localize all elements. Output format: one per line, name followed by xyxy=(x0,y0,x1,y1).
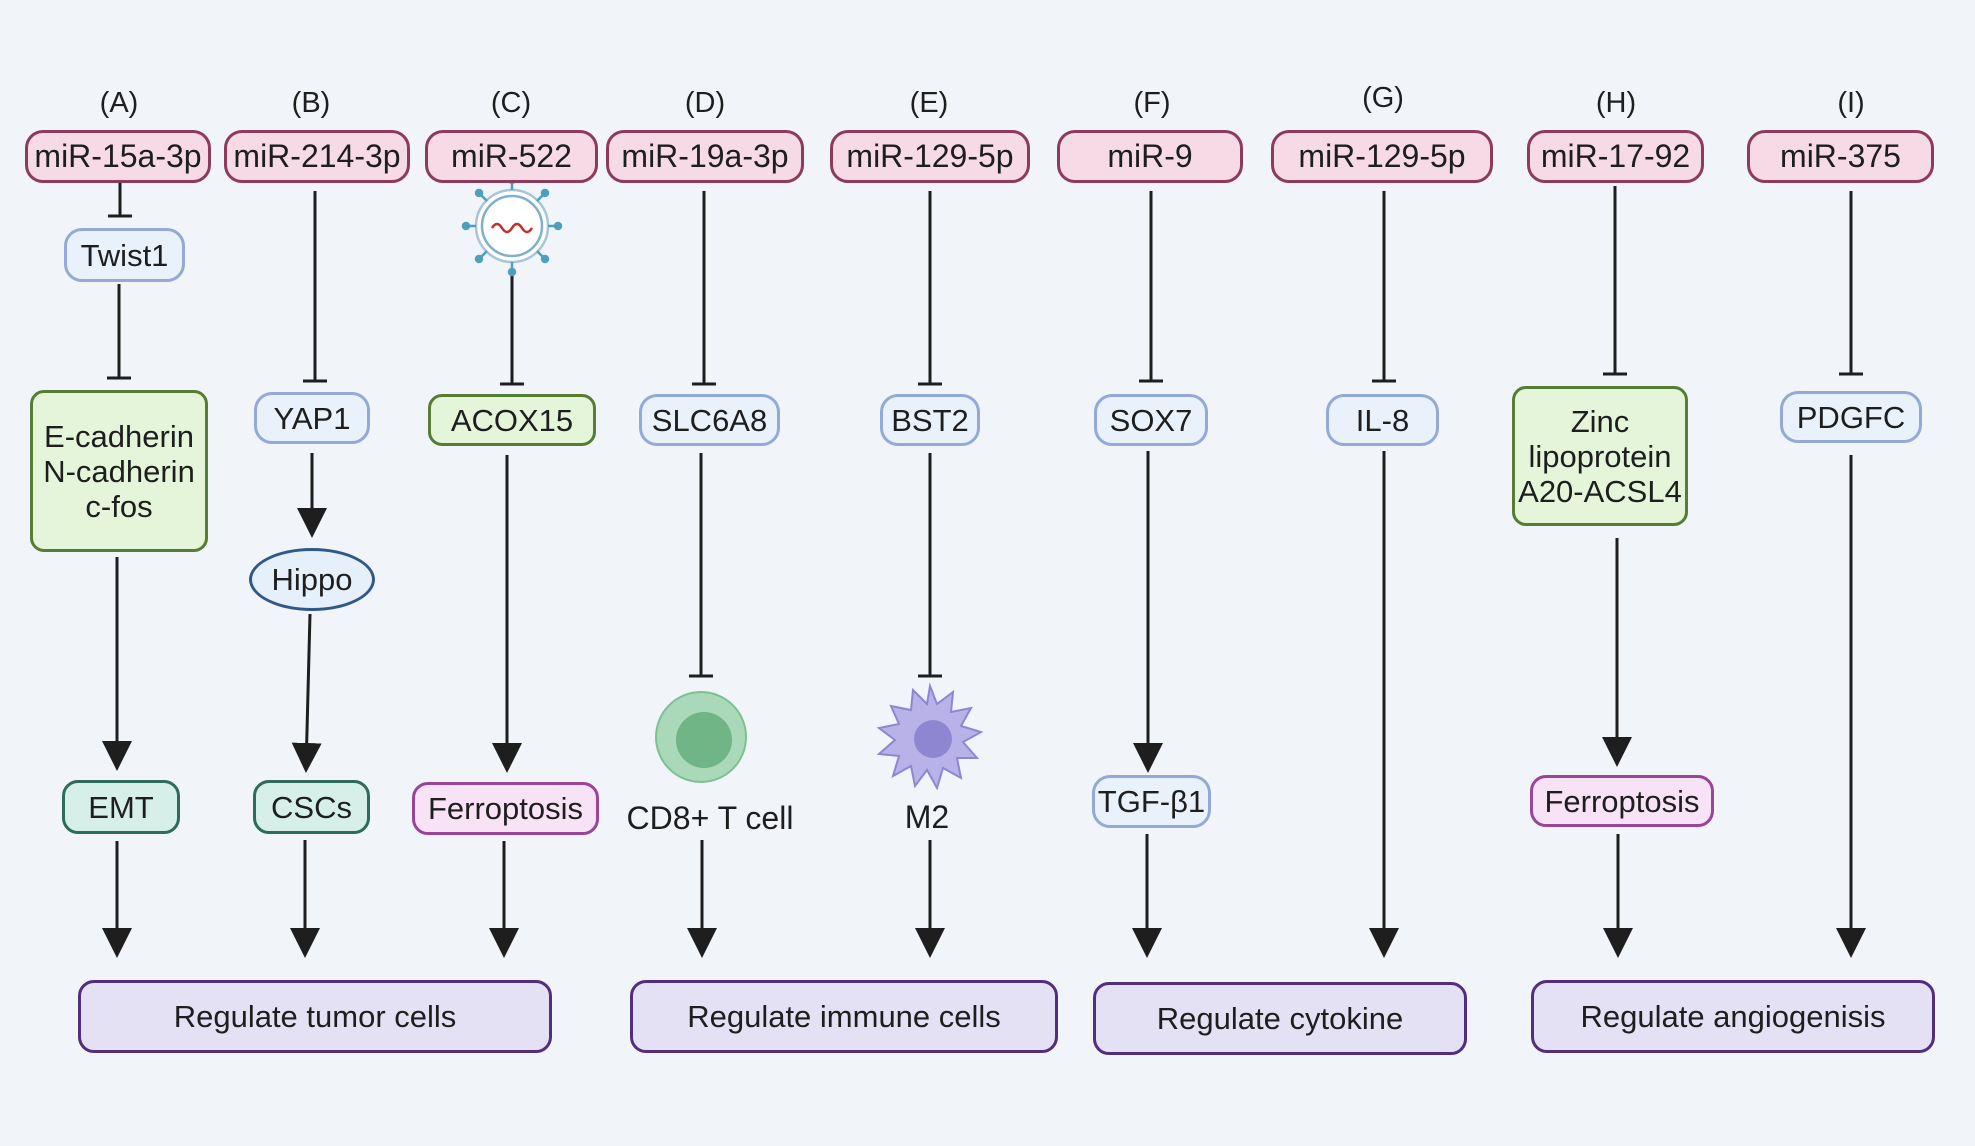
regulate-tumor-cells-box: Regulate tumor cells xyxy=(78,980,552,1053)
panel-letter-a: (A) xyxy=(99,87,139,119)
mirna-box-i: miR-375 xyxy=(1747,130,1934,183)
zinc-lipoprotein-box: Zinc lipoprotein A20-ACSL4 xyxy=(1512,386,1688,526)
n-cadherin-text: N-cadherin xyxy=(43,453,195,489)
t-cell-icon xyxy=(655,691,747,783)
cadherin-box: E-cadherin N-cadherin c-fos xyxy=(30,390,208,552)
c-fos-text: c-fos xyxy=(85,488,153,524)
mirna-box-d: miR-19a-3p xyxy=(606,130,804,183)
regulate-cytokine-box: Regulate cytokine xyxy=(1093,982,1467,1055)
regulate-immune-cells-box: Regulate immune cells xyxy=(630,980,1058,1053)
mirna-box-c: miR-522 xyxy=(425,130,598,183)
lipoprotein-text: lipoprotein xyxy=(1528,438,1672,474)
cscs-box: CSCs xyxy=(253,780,370,834)
mirna-box-f: miR-9 xyxy=(1057,130,1243,183)
emt-box: EMT xyxy=(62,780,180,834)
panel-letter-h: (H) xyxy=(1595,87,1637,119)
regulate-angiogenisis-box: Regulate angiogenisis xyxy=(1531,980,1935,1053)
mirna-box-e: miR-129-5p xyxy=(830,130,1030,183)
panel-letter-g: (G) xyxy=(1362,82,1404,114)
yap1-box: YAP1 xyxy=(254,392,370,444)
pdgfc-box: PDGFC xyxy=(1780,391,1922,443)
panel-letter-e: (E) xyxy=(909,87,949,119)
zinc-text: Zinc xyxy=(1570,403,1630,439)
twist1-box: Twist1 xyxy=(64,228,185,282)
ferroptosis-box-h: Ferroptosis xyxy=(1530,775,1714,827)
panel-letter-i: (I) xyxy=(1837,87,1865,119)
slc6a8-box: SLC6A8 xyxy=(639,394,780,446)
arrow-line xyxy=(291,613,322,773)
mirna-box-a: miR-15a-3p xyxy=(25,130,211,183)
e-cadherin-text: E-cadherin xyxy=(44,418,194,454)
exosome-icon xyxy=(461,175,563,277)
mirna-box-h: miR-17-92 xyxy=(1527,130,1704,183)
panel-letter-f: (F) xyxy=(1133,87,1171,119)
panel-letter-d: (D) xyxy=(684,87,726,119)
panel-letter-c: (C) xyxy=(490,87,532,119)
acox15-box: ACOX15 xyxy=(428,394,596,446)
sox7-box: SOX7 xyxy=(1094,394,1208,446)
m2-label: M2 xyxy=(904,799,950,835)
panel-letter-b: (B) xyxy=(291,87,331,119)
macrophage-icon xyxy=(876,682,984,791)
tgf-beta1-box: TGF-β1 xyxy=(1092,775,1211,828)
bst2-box: BST2 xyxy=(880,394,980,446)
mirna-box-g: miR-129-5p xyxy=(1271,130,1493,183)
il8-box: IL-8 xyxy=(1326,394,1439,446)
cd8-t-cell-label: CD8+ T cell xyxy=(626,800,794,836)
mirna-box-b: miR-214-3p xyxy=(224,130,410,183)
ferroptosis-box-c: Ferroptosis xyxy=(412,782,599,835)
a20-acsl4-text: A20-ACSL4 xyxy=(1518,473,1682,509)
hippo-oval: Hippo xyxy=(249,548,375,611)
